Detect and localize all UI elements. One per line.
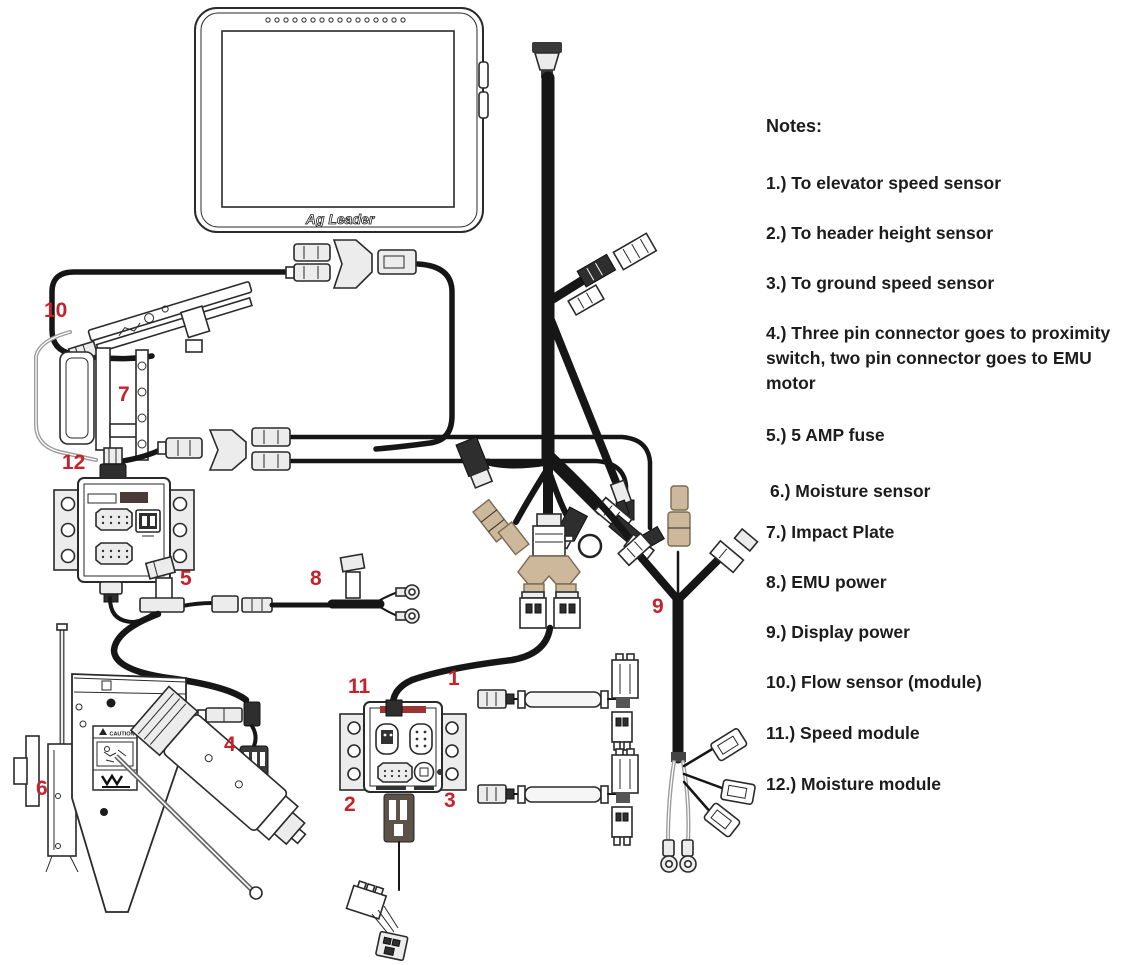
display-vent-holes xyxy=(265,17,406,23)
display-power-harness xyxy=(617,485,759,873)
sensor-extension-cable xyxy=(477,653,639,751)
moisture-sensor-assembly: CAUTION xyxy=(13,623,307,913)
callout-6: 6 xyxy=(36,777,48,800)
callout-12: 12 xyxy=(62,451,86,474)
ring-terminal xyxy=(679,839,697,873)
callout-4: 4 xyxy=(224,733,236,756)
note-3: 3.) To ground speed sensor xyxy=(766,273,995,293)
callout-9: 9 xyxy=(652,595,664,618)
module-label-strip xyxy=(380,706,426,713)
module-label-strip xyxy=(120,492,148,503)
callout-2: 2 xyxy=(344,793,356,816)
callout-7: 7 xyxy=(118,383,130,406)
note-11: 11.) Speed module xyxy=(766,723,920,743)
display-side-buttons xyxy=(478,61,489,119)
note-12: 12.) Moisture module xyxy=(766,774,942,794)
speed-module xyxy=(339,699,467,793)
callout-10: 10 xyxy=(44,299,68,322)
emu-power-harness xyxy=(211,553,420,624)
impact-plate xyxy=(59,347,149,461)
note-5: 5.) 5 AMP fuse xyxy=(766,425,885,445)
display-cable-splitter xyxy=(49,239,455,452)
callout-3: 3 xyxy=(444,789,456,812)
ring-terminal xyxy=(395,608,420,624)
callout-11: 11 xyxy=(348,675,371,698)
fuse-5amp xyxy=(108,555,214,624)
note-7: 7.) Impact Plate xyxy=(766,522,895,542)
header-height-lead xyxy=(345,793,415,962)
fuse-holder xyxy=(703,802,741,838)
cable-loop xyxy=(577,533,603,559)
note-4: 4.) Three pin connector goes to proximit… xyxy=(766,323,1111,393)
note-8: 8.) EMU power xyxy=(766,572,887,592)
note-6: 6.) Moisture sensor xyxy=(770,481,931,501)
note-9: 9.) Display power xyxy=(766,622,910,642)
moisture-module xyxy=(53,444,195,603)
note-2: 2.) To header height sensor xyxy=(766,223,994,243)
ag-leader-logo: Ag Leader xyxy=(305,211,376,227)
flow-sensor-module xyxy=(34,281,253,462)
note-1: 1.) To elevator speed sensor xyxy=(766,173,1002,193)
fuse-holder xyxy=(710,728,748,762)
emu-motor xyxy=(129,685,307,846)
display-plug xyxy=(532,42,562,53)
callout-5: 5 xyxy=(180,567,192,590)
fuse-holder xyxy=(720,779,756,805)
caution-label: CAUTION xyxy=(109,732,134,738)
callout-1: 1 xyxy=(448,667,460,690)
note-10: 10.) Flow sensor (module) xyxy=(766,672,982,692)
display-screen xyxy=(221,30,455,208)
notes-heading: Notes: xyxy=(766,116,823,136)
ring-terminal xyxy=(660,839,678,873)
ring-terminal xyxy=(395,584,420,600)
ag-leader-display: Ag Leader xyxy=(194,7,489,233)
callout-8: 8 xyxy=(310,567,322,590)
main-harness xyxy=(389,42,658,707)
